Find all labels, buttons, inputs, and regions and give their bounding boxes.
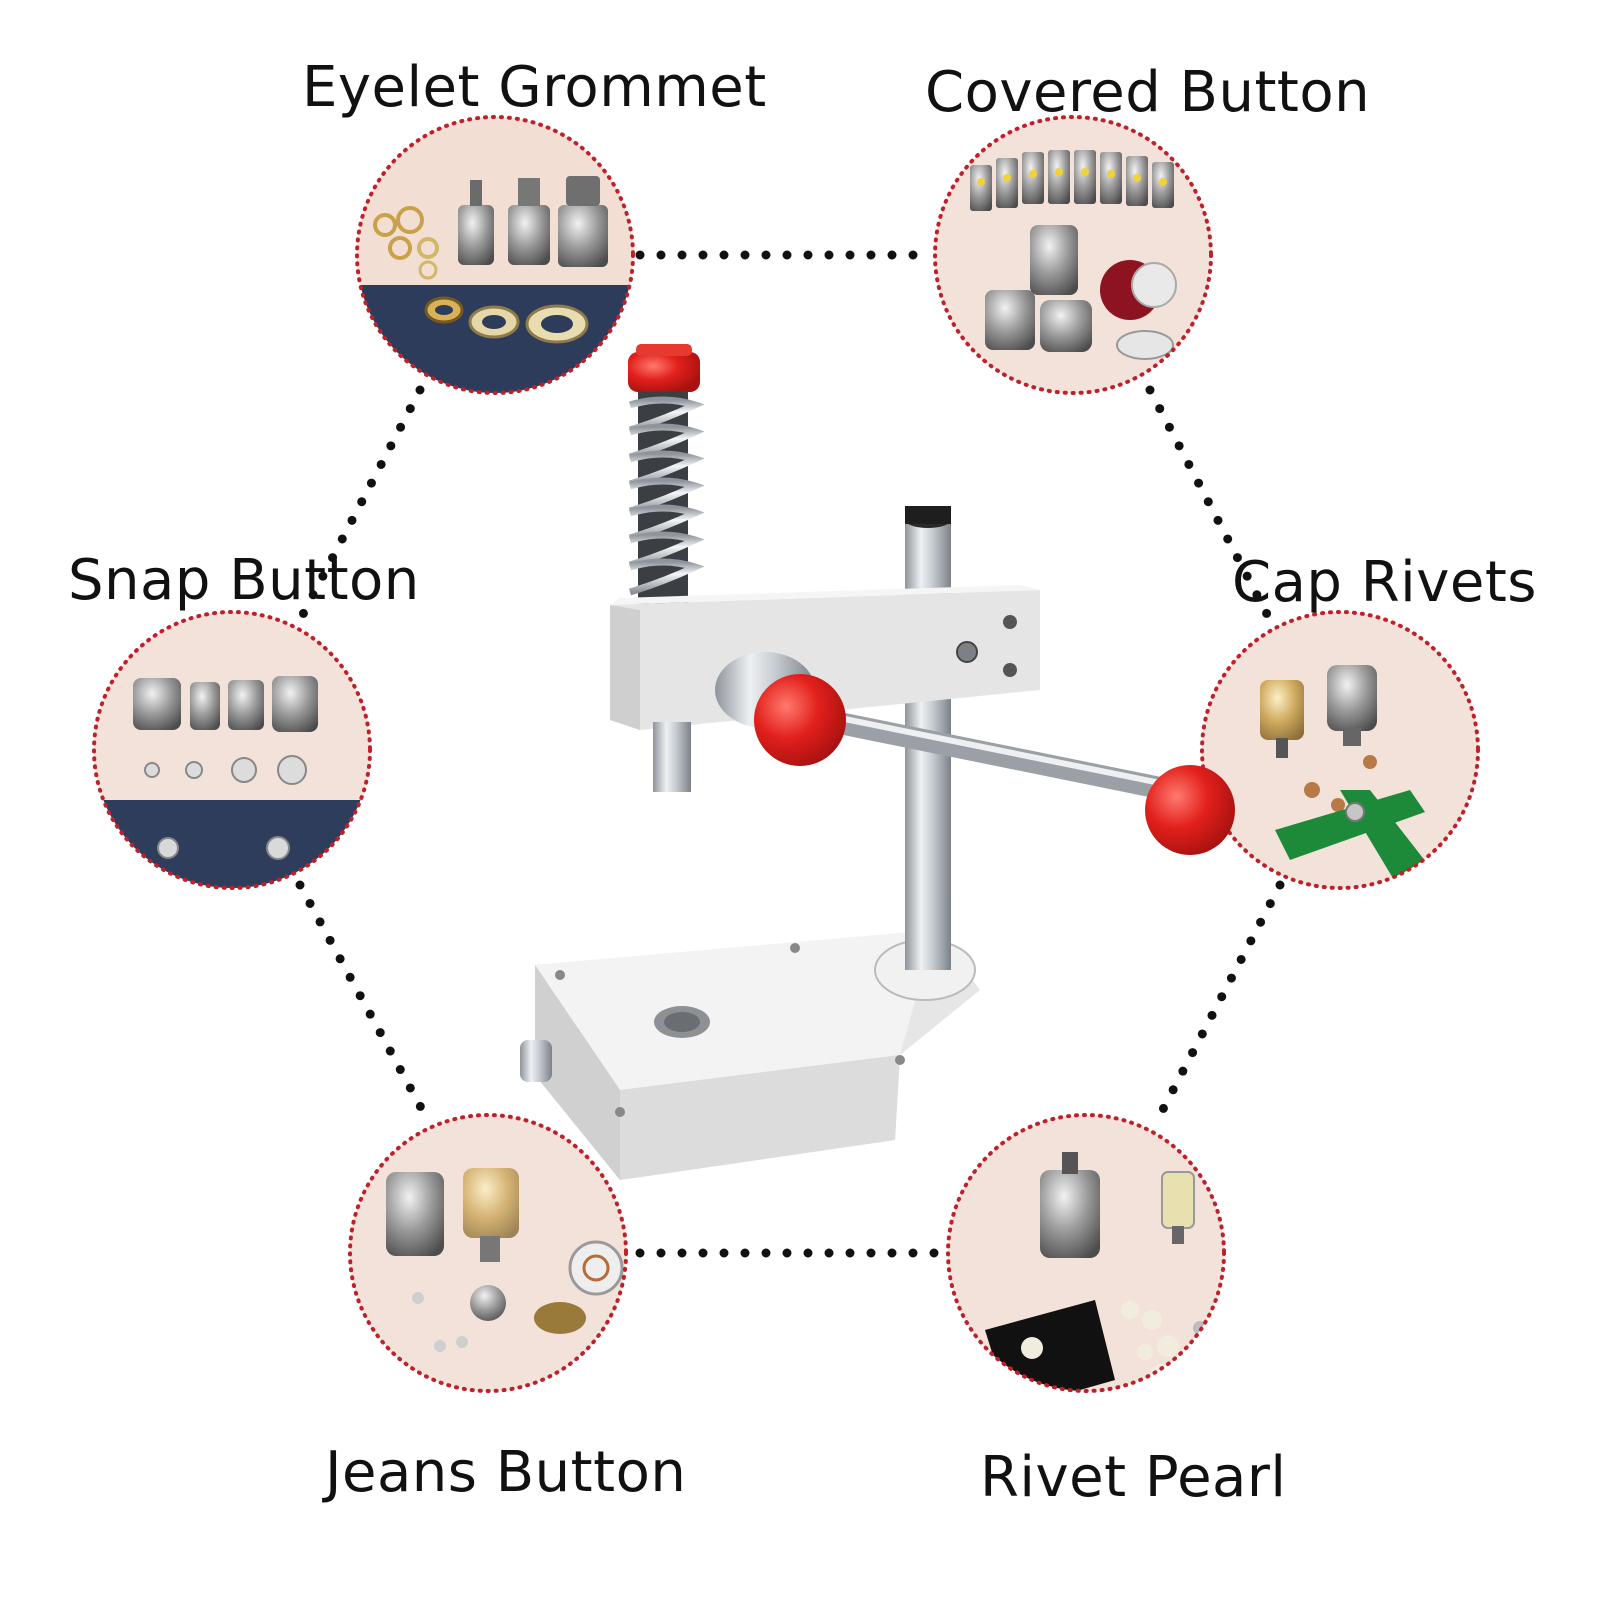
connector-upper-left	[295, 385, 425, 625]
snap-button-label: Snap Button	[68, 548, 420, 613]
connector-lower-right	[1155, 880, 1285, 1120]
rivet-pearl-circle	[946, 1113, 1226, 1393]
jeans-button-label: Jeans Button	[325, 1440, 687, 1505]
connector-upper-right	[1145, 385, 1275, 625]
jeans-button-circle	[348, 1113, 628, 1393]
rivet-pearl-label: Rivet Pearl	[980, 1445, 1287, 1510]
covered-button-label: Covered Button	[925, 60, 1371, 125]
connector-lower-left	[295, 880, 430, 1120]
connector-lines	[295, 250, 1285, 1258]
hand-press-machine-icon	[520, 344, 1235, 1180]
covered-button-circle	[933, 115, 1213, 395]
snap-button-circle	[92, 610, 372, 890]
eyelet-grommet-circle	[355, 115, 635, 395]
cap-rivets-circle	[1200, 610, 1480, 890]
eyelet-grommet-label: Eyelet Grommet	[302, 55, 767, 120]
cap-rivets-label: Cap Rivets	[1232, 550, 1537, 615]
